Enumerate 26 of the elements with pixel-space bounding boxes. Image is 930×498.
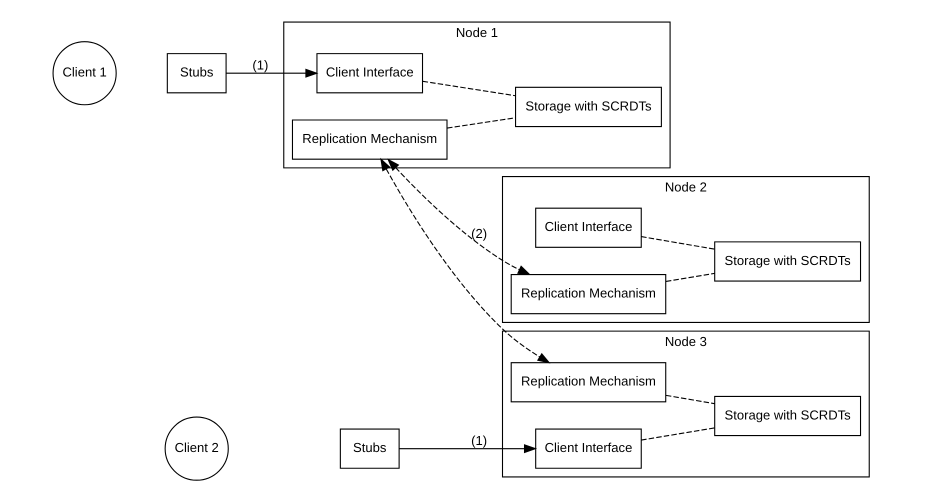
node-box: Storage with SCRDTs (714, 395, 861, 436)
node-box: Replication Mechanism (291, 118, 448, 160)
connector (640, 426, 714, 440)
connector (640, 236, 714, 250)
node-box: Replication Mechanism (510, 362, 666, 402)
arrow (226, 68, 318, 78)
arrow (398, 444, 537, 453)
node-box: Client Interface (534, 207, 642, 248)
edge-label: (1) (470, 432, 487, 448)
connector (665, 394, 714, 404)
node-box: Stubs (339, 428, 400, 468)
node-box: Client Interface (316, 52, 423, 93)
node-box: Replication Mechanism (510, 273, 666, 314)
connector (665, 272, 714, 282)
arrow (386, 158, 530, 275)
edge-label: (2) (470, 226, 487, 241)
connector (422, 80, 516, 96)
node-circle: Client 2 (164, 416, 228, 480)
node-box: Stubs (166, 52, 226, 93)
node-box: Storage with SCRDTs (514, 86, 662, 127)
connector (446, 116, 515, 128)
arrow (380, 157, 550, 364)
edge-label: (1) (252, 57, 268, 72)
node-box: Client Interface (534, 428, 642, 468)
node-circle: Client 1 (52, 40, 116, 105)
node-box: Storage with SCRDTs (714, 240, 861, 282)
